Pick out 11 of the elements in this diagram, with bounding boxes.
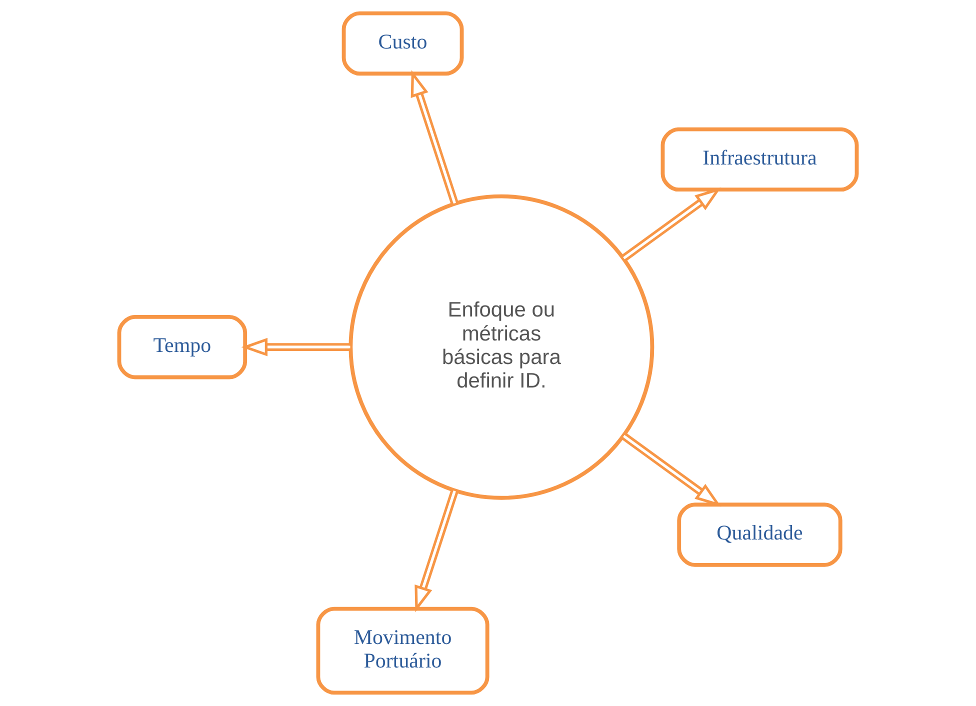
- node-box: Custo: [342, 11, 464, 76]
- node-circle: Enfoque ou métricas básicas para definir ID.: [348, 194, 654, 500]
- arrow: [621, 432, 722, 507]
- node-box: Tempo: [117, 314, 248, 380]
- node-box: Qualidade: [677, 502, 842, 567]
- arrow: [241, 338, 350, 356]
- node-box: Infraestrutura: [660, 127, 859, 192]
- arrow: [621, 187, 722, 262]
- node-box: Movimento Portuário: [316, 606, 490, 695]
- arrow: [414, 490, 458, 612]
- arrow: [410, 70, 458, 204]
